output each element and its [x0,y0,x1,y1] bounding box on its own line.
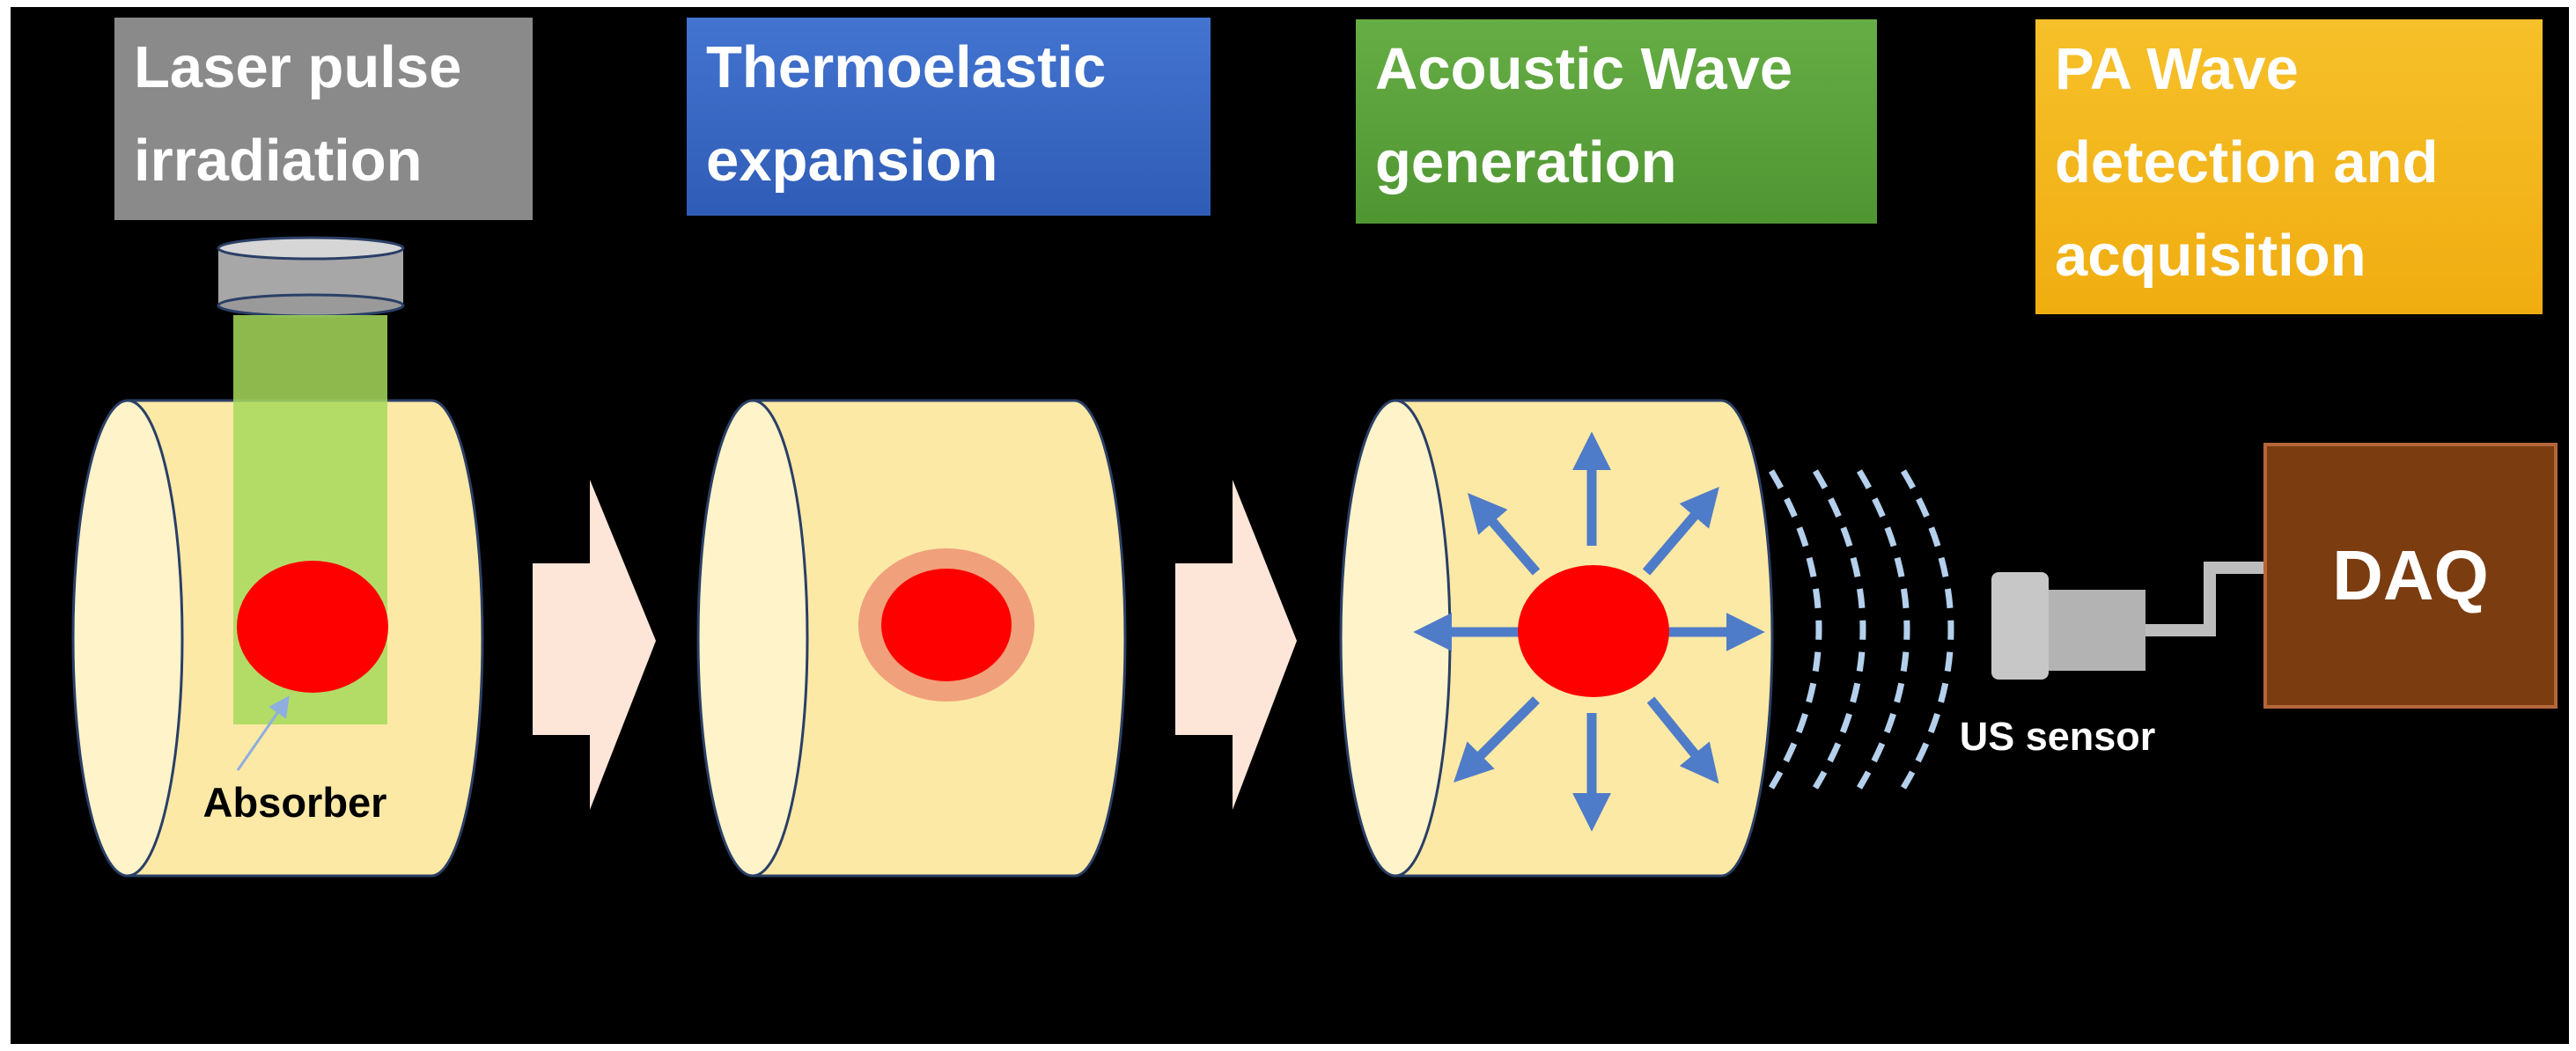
laser-source-icon [217,236,405,318]
daq-box [2263,443,2558,709]
acoustic-wavefronts [1768,469,1954,790]
ultrasound-sensor-icon [1991,572,2145,680]
daq-label: DAQ [2332,536,2489,614]
process-arrow-2 [1175,480,1297,810]
absorber-label: Absorber [203,779,387,826]
absorber-pointer [236,695,290,771]
step-title-pa-detection: PA Wave detection and acquisition [2035,19,2543,314]
step-title-thermoelastic-expansion: Thermoelastic expansion [687,18,1211,216]
absorber-2 [881,569,1012,681]
absorber-3 [1518,565,1669,697]
sensor-label: US sensor [1960,714,2156,759]
step-title-acoustic-generation: Acoustic Wave generation [1356,19,1877,224]
absorber-1 [237,561,388,693]
acoustic-arrows [1413,431,1765,832]
step-title-laser-irradiation: Laser pulse irradiation [114,18,533,220]
sensor-cable [2145,562,2265,636]
process-arrow-1 [533,480,656,810]
